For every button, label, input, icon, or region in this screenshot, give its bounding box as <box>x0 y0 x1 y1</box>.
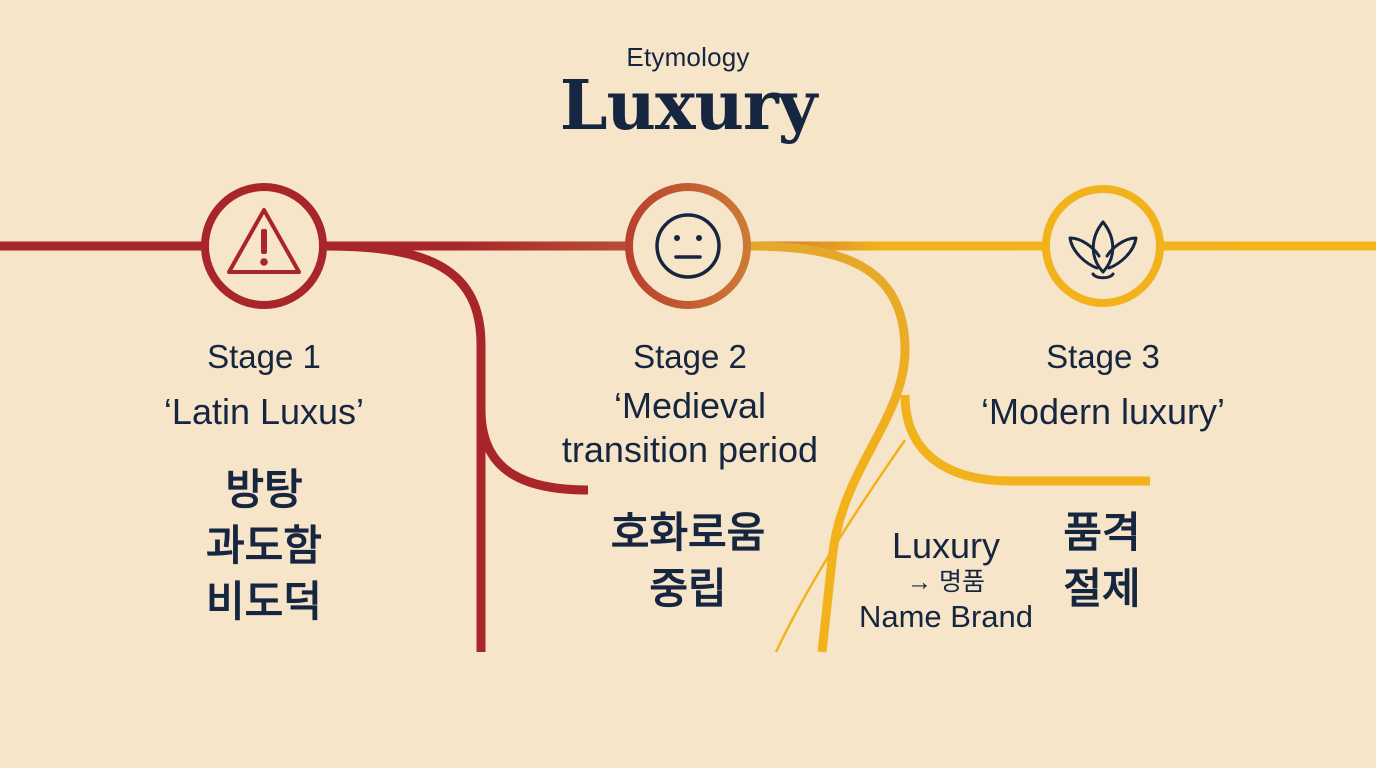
stage2-node <box>625 183 751 309</box>
stage2-label: Stage 2 <box>633 338 747 375</box>
stage3-branch-down <box>749 241 910 653</box>
stage3-node <box>1042 185 1164 307</box>
stage1-keyword: 비도덕 <box>206 578 322 625</box>
stage3-keyword: 절제 <box>1063 565 1141 612</box>
stage2-keywords: 호화로움 중립 <box>568 505 808 617</box>
page-subtitle: Etymology <box>626 42 750 72</box>
stage2-keyword: 호화로움 <box>610 509 766 556</box>
stage1-keyword: 방탕 <box>225 466 303 513</box>
stage1-label: Stage 1 <box>207 338 321 375</box>
stage1-name: ‘Latin Luxus’ <box>163 391 365 432</box>
lotus-icon <box>1068 220 1138 280</box>
stage3-side-note: Luxury → 명품 Name Brand <box>838 526 1054 636</box>
stage3-label: Stage 3 <box>1046 338 1160 375</box>
stage2-name-line2: transition period <box>561 429 819 470</box>
stage1-keywords: 방탕 과도함 비도덕 <box>164 462 364 630</box>
stage3-branch-right <box>900 394 1150 486</box>
stage1-node <box>201 183 327 309</box>
stage3-name: ‘Modern luxury’ <box>980 391 1226 432</box>
side-note-line3: Name Brand <box>858 599 1034 634</box>
stage1-branch-curve <box>476 409 589 495</box>
stage2-name-line1: ‘Medieval <box>613 385 767 426</box>
side-note-line1: Luxury <box>891 525 1001 566</box>
stage2-keyword: 중립 <box>649 565 727 612</box>
stage1-keyword: 과도함 <box>206 522 322 569</box>
stage3-keyword: 품격 <box>1063 509 1141 556</box>
stage1-branch-down <box>325 241 486 652</box>
stage3-branch-thin <box>774 439 907 653</box>
stage2-name: ‘Medieval transition period <box>530 384 850 472</box>
neutral-face-icon <box>655 213 721 279</box>
page-title: Luxury <box>559 66 818 146</box>
warning-icon <box>227 208 301 274</box>
side-note-line2: → 명품 <box>907 568 985 596</box>
stage3-keywords: 품격 절제 <box>1040 505 1164 617</box>
